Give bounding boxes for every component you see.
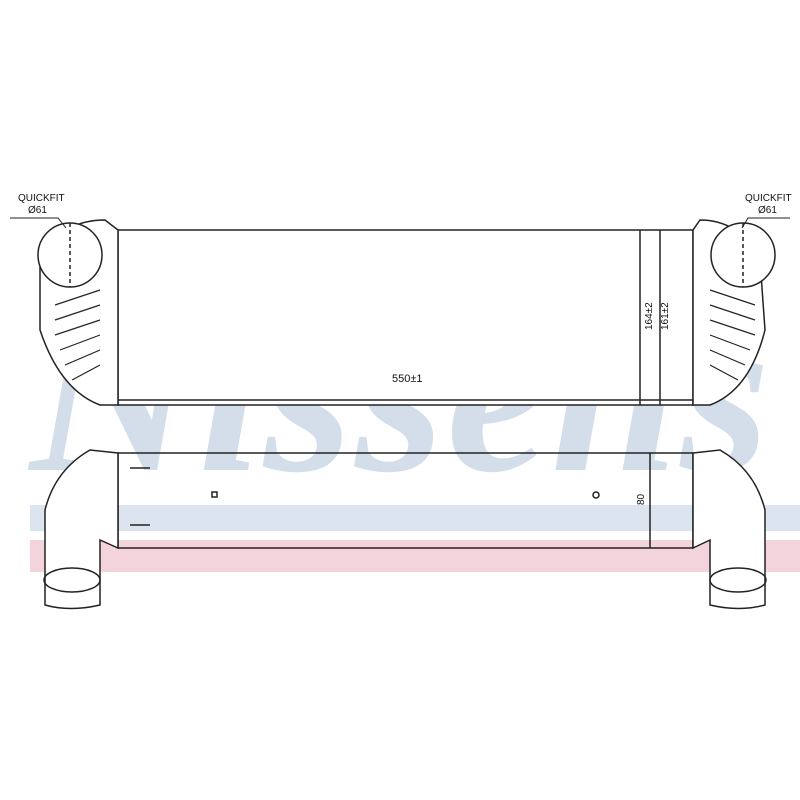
side-view [43, 449, 767, 610]
depth-dimension: 80 [636, 493, 647, 505]
right-connector-label: QUICKFIT [745, 193, 792, 204]
left-connector-label: QUICKFIT [18, 193, 65, 204]
right-connector-diameter: Ø61 [758, 205, 777, 216]
top-view [10, 217, 790, 406]
height-dimension-2: 161±2 [660, 302, 671, 330]
watermark-band-pink [30, 540, 800, 572]
width-dimension: 550±1 [392, 373, 423, 385]
left-connector-diameter: Ø61 [28, 205, 47, 216]
watermark-band-blue [30, 505, 800, 531]
height-dimension-1: 164±2 [644, 302, 655, 330]
